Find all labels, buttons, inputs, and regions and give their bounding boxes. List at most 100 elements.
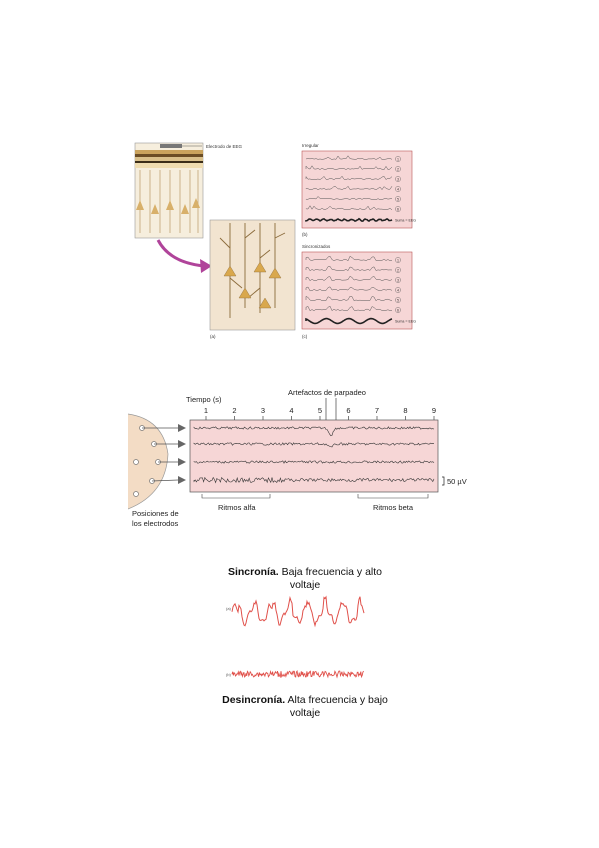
channel-marker — [395, 206, 401, 212]
head-outline — [127, 413, 169, 510]
channel-number: 1 — [397, 158, 399, 162]
channel-trace — [305, 155, 393, 160]
panel-b-label: (b) — [302, 232, 308, 237]
panel-c-label: (c) — [302, 334, 308, 339]
desync-rest-1: Alta frecuencia y bajo — [285, 694, 388, 706]
channel-trace — [305, 196, 393, 200]
channel-marker — [395, 277, 401, 283]
channel-number: 2 — [397, 269, 399, 273]
channel-number: 6 — [397, 208, 399, 212]
channel-trace — [305, 175, 393, 181]
lead-arrow — [178, 476, 186, 484]
channel-number: 3 — [397, 178, 399, 182]
figure-eeg-neurons: Electrodo de EEG (a) Irregular 123456Sum… — [134, 142, 416, 339]
scale-bar — [442, 476, 445, 486]
lead-arrow — [178, 458, 186, 466]
irregular-title: Irregular — [302, 143, 319, 148]
channel-trace — [305, 185, 393, 191]
electrode-leads — [142, 424, 186, 484]
channel-number: 5 — [397, 198, 399, 202]
figure-eeg-recording: Tiempo (s) Artefactos de parpadeo 1 2 3 4 5 6… — [127, 384, 488, 534]
channel-number: 3 — [397, 279, 399, 283]
channel-marker — [395, 257, 401, 263]
sum-label: Suma = EEG — [395, 320, 416, 324]
lead-wire — [151, 479, 179, 482]
channel-trace — [305, 266, 393, 272]
desync-rest-2: voltaje — [289, 707, 321, 719]
beta-label: Ritmos beta — [373, 503, 414, 512]
artifacts-label: Artefactos de parpadeo — [288, 388, 366, 397]
lead-arrow — [178, 424, 186, 432]
channel-number: 1 — [397, 259, 399, 263]
eeg-traces — [193, 426, 435, 484]
trace-a-label: (a) — [226, 606, 232, 611]
channel-trace — [305, 275, 393, 282]
channel-trace — [305, 165, 393, 170]
channel-number: 5 — [397, 299, 399, 303]
channel-trace — [305, 205, 393, 211]
time-tick-label: 3 — [261, 406, 265, 415]
zoom-arrow — [156, 239, 206, 268]
lead-arrow — [178, 440, 186, 448]
sync-caption: Sincronía. Baja frecuencia y alto voltaj… — [210, 566, 400, 592]
time-tick-label: 9 — [432, 406, 436, 415]
sync-desync-traces: (a) (b) — [226, 595, 365, 679]
channel-marker — [395, 287, 401, 293]
panel-a-label: (a) — [210, 334, 216, 339]
time-tick-label: 4 — [289, 406, 293, 415]
channel-number: 2 — [397, 168, 399, 172]
channel-trace — [305, 305, 393, 312]
trace-b-label: (b) — [226, 672, 232, 677]
neurons-panel — [209, 219, 296, 331]
alpha-label: Ritmos alfa — [218, 503, 256, 512]
channel-trace — [305, 255, 393, 262]
channel-marker — [395, 196, 401, 202]
electrodes-label-1: Posiciones de — [132, 509, 179, 518]
electrode-label: Electrodo de EEG — [206, 144, 243, 149]
time-tick-label: 7 — [375, 406, 379, 415]
sync-bold: Sincronía. — [227, 566, 279, 578]
scale-label: 50 µV — [447, 477, 467, 486]
time-tick-label: 6 — [346, 406, 350, 415]
sync-rest-2: voltaje — [289, 579, 321, 591]
sum-trace — [305, 317, 393, 325]
channel-marker — [395, 166, 401, 172]
channel-trace — [305, 286, 393, 292]
channel-marker — [395, 297, 401, 303]
channel-number: 6 — [397, 309, 399, 313]
eeg-recording-svg: Tiempo (s) Artefactos de parpadeo 1 2 3 4 5 6… — [127, 388, 467, 528]
electrodes-label-2: los electrodos — [132, 519, 179, 528]
sync-title: Sincronizados — [302, 244, 331, 249]
eeg-channel-trace — [193, 460, 435, 464]
irregular-panel — [301, 150, 413, 229]
channel-marker — [395, 156, 401, 162]
desync-caption: Desincronía. Alta frecuencia y bajo volt… — [210, 694, 400, 720]
time-tick-label: 8 — [403, 406, 407, 415]
time-axis: 1 2 3 4 5 6 7 8 9 — [204, 406, 436, 420]
sync-panel — [301, 251, 413, 330]
channel-number: 4 — [397, 188, 399, 192]
channel-marker — [395, 307, 401, 313]
channel-number: 4 — [397, 289, 399, 293]
cortex-illustration — [134, 142, 204, 239]
eeg-channel-trace — [193, 476, 435, 484]
eeg-channel-trace — [193, 442, 435, 448]
channel-marker — [395, 267, 401, 273]
sum-label: Suma = EEG — [395, 219, 416, 223]
sync-rest-1: Baja frecuencia y alto — [278, 566, 383, 578]
time-tick-label: 1 — [204, 406, 208, 415]
channel-marker — [395, 186, 401, 192]
sync-wave — [231, 595, 365, 628]
desync-bold: Desincronía. — [222, 694, 286, 706]
channel-marker — [395, 176, 401, 182]
channel-trace — [305, 295, 393, 302]
time-tick-label: 2 — [232, 406, 236, 415]
time-tick-label: 5 — [318, 406, 322, 415]
sum-trace — [305, 217, 393, 223]
eeg-channel-trace — [193, 426, 435, 437]
time-label: Tiempo (s) — [186, 395, 222, 404]
recording-panel — [189, 419, 439, 493]
desync-wave — [231, 669, 364, 679]
